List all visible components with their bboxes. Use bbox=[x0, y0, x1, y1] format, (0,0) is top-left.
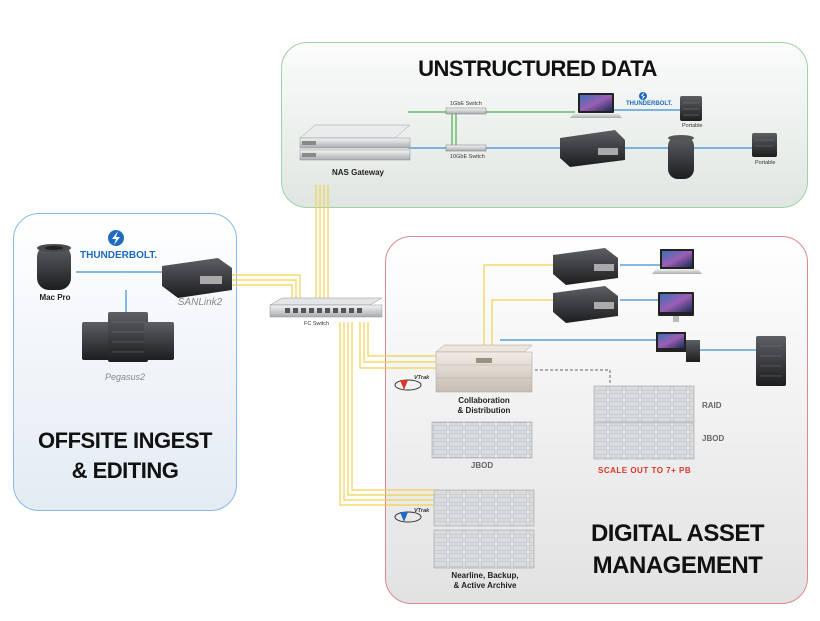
sanlink-offsite bbox=[162, 258, 232, 298]
nearline-array-1 bbox=[433, 489, 535, 527]
dam-title-line2: MANAGEMENT bbox=[592, 552, 763, 579]
workstation-dam bbox=[656, 332, 700, 362]
jbod-left-label: JBOD bbox=[470, 461, 494, 470]
storage-tower-dam bbox=[756, 336, 786, 386]
scale-out-dashed-link bbox=[535, 369, 611, 385]
thunderbolt-logo-top bbox=[639, 92, 647, 100]
sanlink-dam-2 bbox=[553, 286, 618, 323]
offsite-title-line1: OFFSITE INGEST bbox=[38, 428, 212, 453]
nas-gateway-label: NAS Gateway bbox=[331, 168, 385, 177]
collaboration-label: Collaboration & Distribution bbox=[440, 396, 528, 416]
pegasus-label: Pegasus2 bbox=[104, 372, 146, 382]
vtrak-label-2: VTrak bbox=[414, 508, 430, 514]
offsite-ingest-title: OFFSITE INGEST & EDITING bbox=[20, 426, 230, 486]
1gbe-switch-label: 1GbE Switch bbox=[450, 101, 482, 107]
pegasus-storage bbox=[82, 312, 174, 362]
nearline-line2: & Active Archive bbox=[453, 581, 517, 590]
jbod-right-label: JBOD bbox=[702, 434, 725, 443]
thunderbolt-label-top: THUNDERBOLT. bbox=[626, 101, 673, 107]
sanlink-label: SANLink2 bbox=[177, 297, 223, 308]
fc-links bbox=[232, 185, 560, 506]
jbod-right-array bbox=[593, 422, 695, 460]
portable-drive-2 bbox=[752, 133, 777, 157]
imac-dam bbox=[658, 292, 694, 322]
collab-line1: Collaboration bbox=[458, 396, 510, 405]
raid-label: RAID bbox=[702, 401, 722, 410]
1gbe-switch bbox=[445, 107, 487, 115]
offsite-title-line2: & EDITING bbox=[71, 458, 179, 483]
portable-label-2: Portable bbox=[755, 160, 776, 166]
nearline-array-2 bbox=[433, 529, 535, 569]
dam-title: DIGITAL ASSET MANAGEMENT bbox=[575, 518, 780, 582]
laptop-top bbox=[570, 93, 622, 118]
scale-out-label: SCALE OUT TO 7+ PB bbox=[598, 466, 692, 475]
sanlink-dam-1 bbox=[553, 248, 618, 285]
vtrak-logo-1 bbox=[394, 379, 422, 391]
fc-switch-device bbox=[269, 297, 383, 318]
portable-label-1: Portable bbox=[682, 123, 703, 129]
raid-array bbox=[593, 385, 695, 423]
nearline-label: Nearline, Backup, & Active Archive bbox=[440, 571, 530, 591]
vtrak-label-1: VTrak bbox=[414, 375, 430, 381]
mac-pro-top bbox=[668, 135, 694, 179]
gbe-links bbox=[408, 111, 575, 148]
ethernet-links bbox=[76, 109, 760, 351]
10gbe-switch-label: 10GbE Switch bbox=[450, 154, 485, 160]
sanlink-top bbox=[560, 130, 625, 167]
thunderbolt-label-offsite: THUNDERBOLT. bbox=[80, 250, 158, 261]
10gbe-switch bbox=[445, 144, 487, 152]
vtrak-collaboration-array bbox=[435, 344, 533, 393]
dam-title-line1: DIGITAL ASSET bbox=[590, 520, 765, 547]
portable-drive-1 bbox=[680, 96, 702, 121]
vtrak-logo-2 bbox=[394, 511, 422, 523]
collab-line2: & Distribution bbox=[457, 406, 511, 415]
fc-switch-label: FC Switch bbox=[304, 321, 330, 327]
mac-pro-label: Mac Pro bbox=[39, 293, 71, 302]
laptop-dam bbox=[652, 249, 702, 274]
jbod-left-array bbox=[431, 421, 533, 459]
mac-pro-offsite bbox=[37, 244, 71, 290]
unstructured-data-title: UNSTRUCTURED DATA bbox=[418, 56, 657, 81]
nas-gateway-device bbox=[299, 124, 411, 161]
nearline-line1: Nearline, Backup, bbox=[451, 571, 519, 580]
thunderbolt-logo-offsite bbox=[108, 230, 124, 246]
